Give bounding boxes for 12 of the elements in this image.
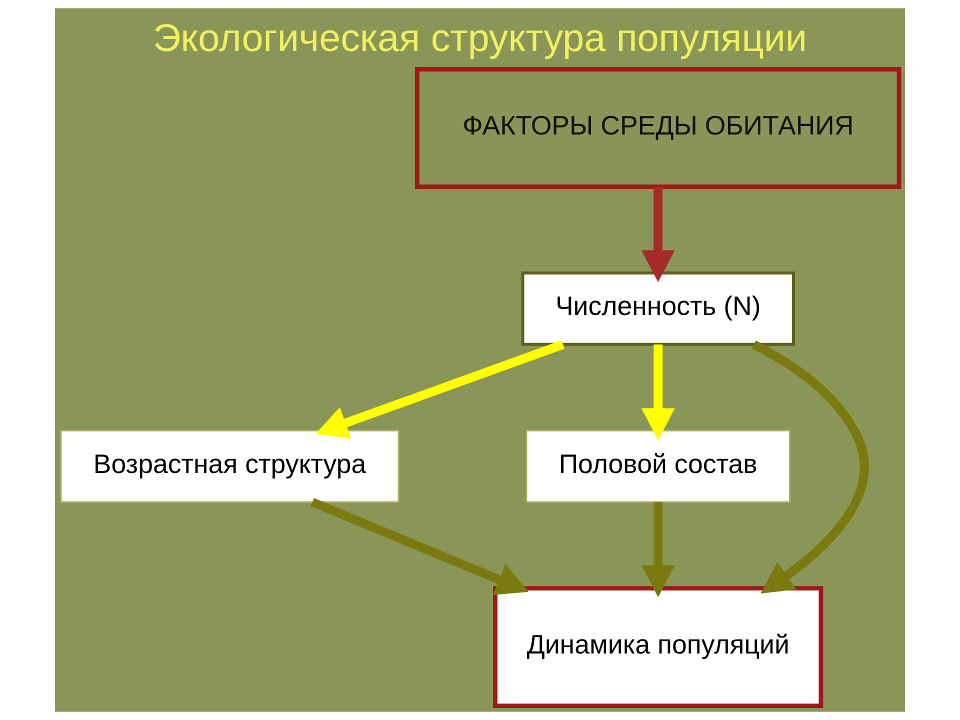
arrow: [310, 498, 529, 596]
arrow: [641, 344, 675, 440]
node-box: Динамика популяций: [493, 586, 824, 708]
arrow: [641, 502, 675, 598]
node-box: Возрастная структура: [60, 430, 400, 503]
arrow: [752, 340, 869, 594]
node-box: Численность (N): [521, 272, 795, 346]
arrow: [316, 340, 565, 439]
diagram-title: Экологическая структура популяции: [152, 17, 808, 60]
node-box: ФАКТОРЫ СРЕДЫ ОБИТАНИЯ: [414, 67, 902, 189]
node-box: Половой состав: [526, 430, 790, 503]
arrow: [641, 187, 675, 282]
